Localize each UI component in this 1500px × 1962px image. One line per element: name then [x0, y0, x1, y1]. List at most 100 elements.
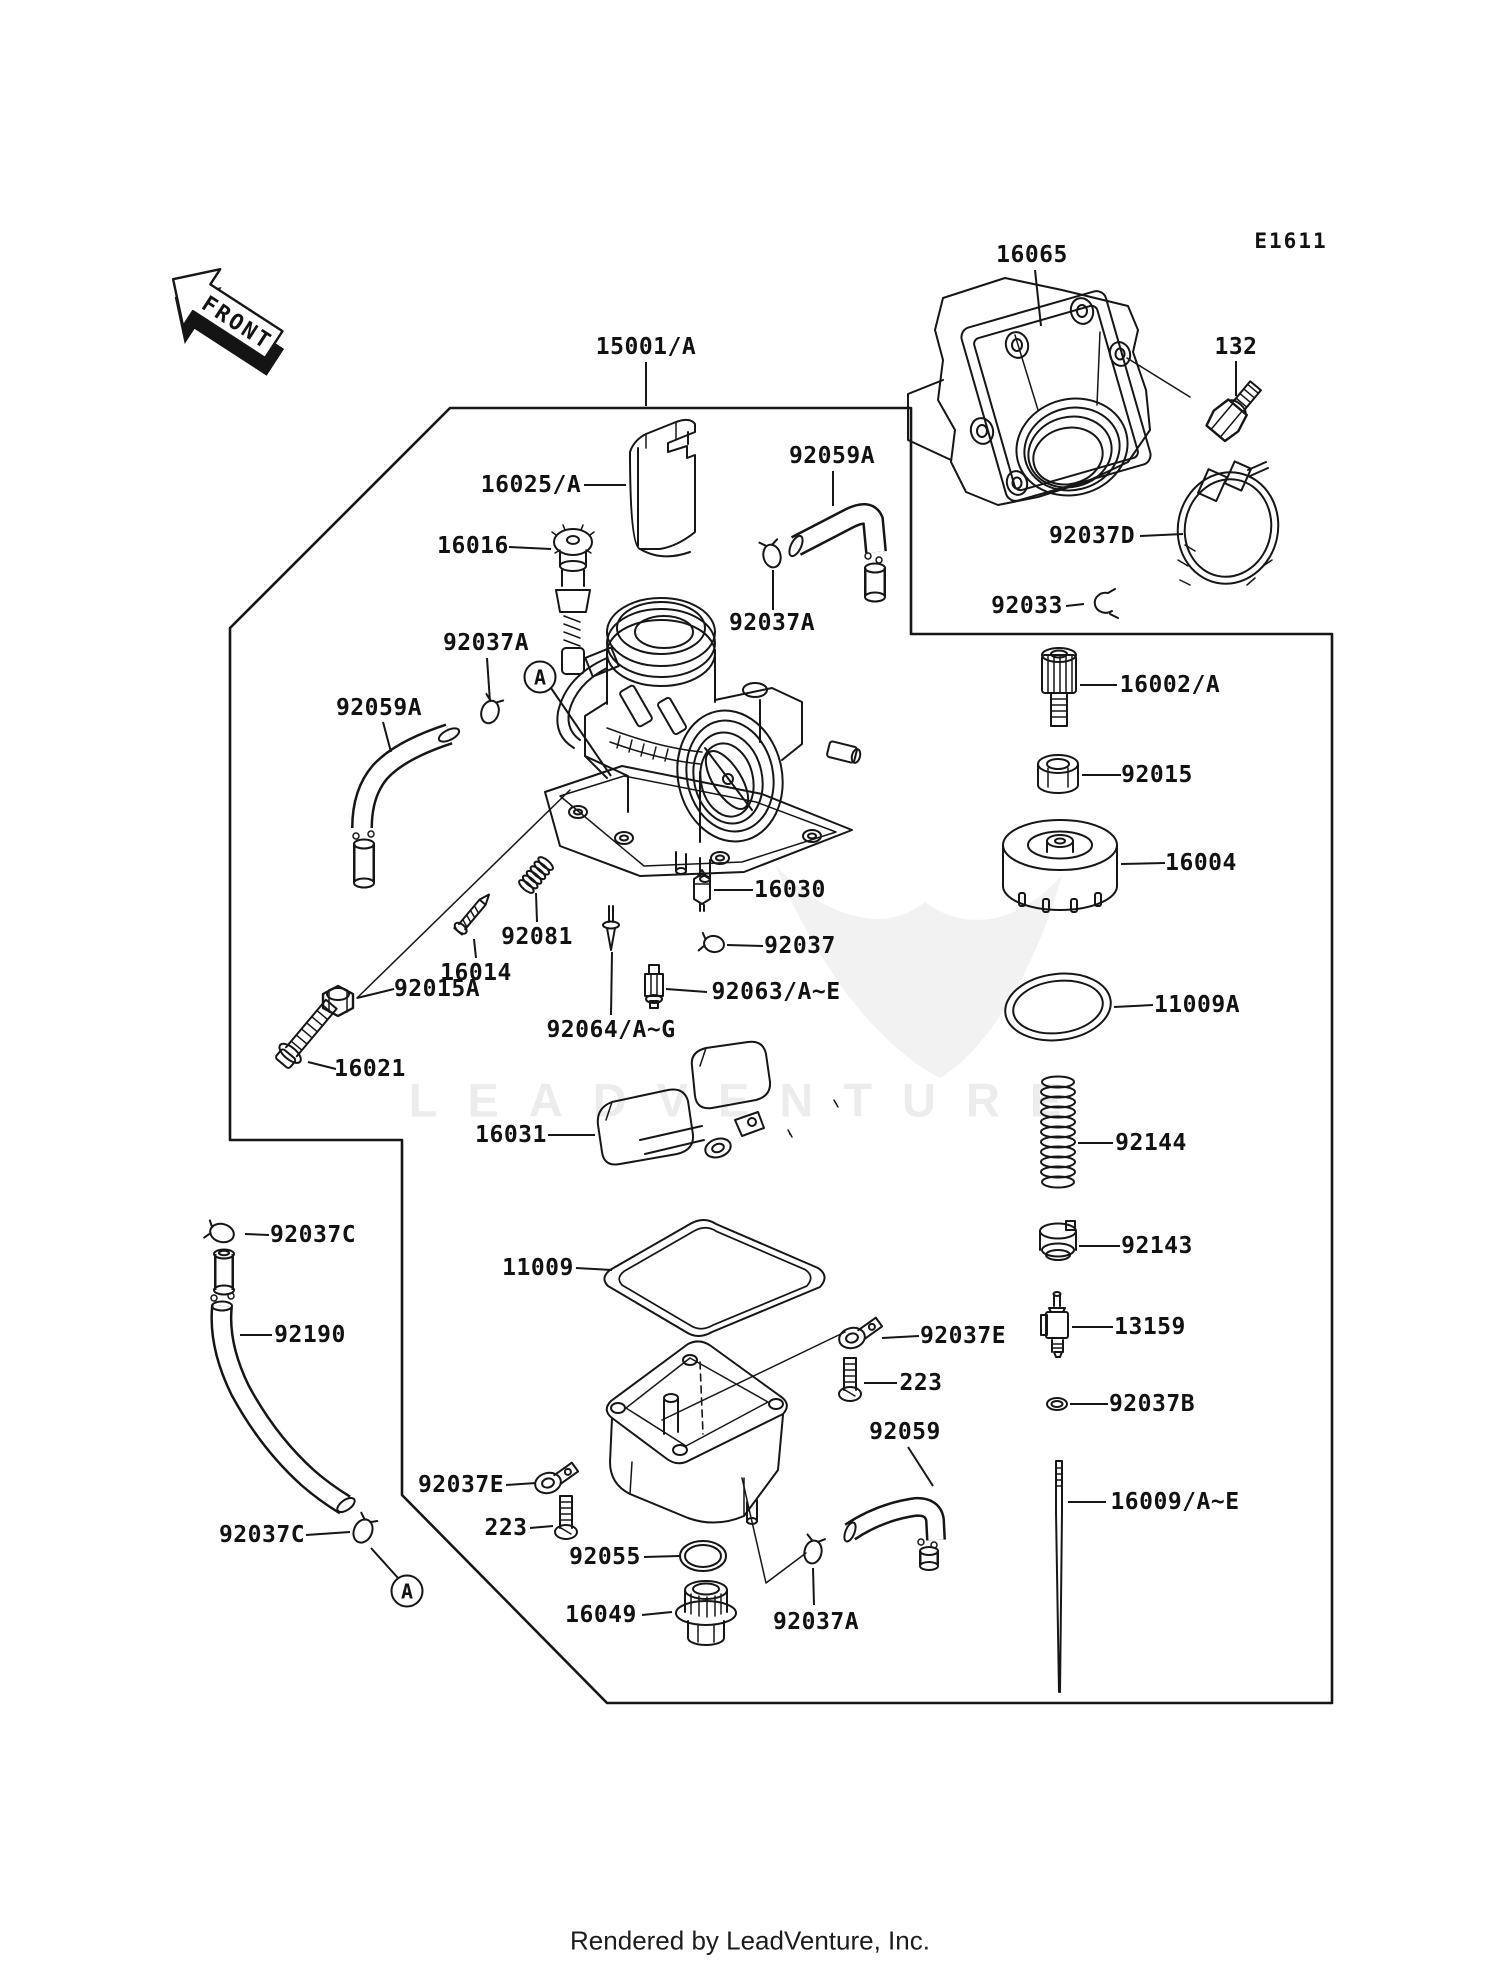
leader-line — [881, 1335, 920, 1339]
part-label-92037A-9[interactable]: 92037A — [442, 630, 530, 656]
bolt-16021-drawing — [275, 998, 338, 1069]
leader-line — [665, 988, 708, 993]
part-label-16049-39[interactable]: 16049 — [565, 1602, 637, 1628]
spring-92144-drawing — [1040, 1075, 1076, 1189]
wire-clip-drawings — [203, 538, 826, 1565]
oring-92037b-drawing — [1046, 1397, 1068, 1411]
leader-line — [1139, 533, 1184, 537]
drain-plug-16049-drawing — [675, 1580, 737, 1646]
part-label-16021-22[interactable]: 16021 — [334, 1056, 406, 1082]
part-label-16002A-10[interactable]: 16002/A — [1119, 672, 1221, 698]
part-label-92055-38[interactable]: 92055 — [569, 1544, 641, 1570]
part-label-92037C-27[interactable]: 92037C — [269, 1222, 357, 1248]
watermark-flame-logo — [775, 865, 1062, 1078]
part-label-92037A-8[interactable]: 92037A — [728, 610, 816, 636]
leader-line — [307, 1061, 337, 1070]
vent-hose-left-drawing — [351, 723, 461, 889]
leader-line — [610, 951, 613, 1016]
leader-line — [382, 721, 392, 753]
detail-marker-A-1: A — [390, 1574, 424, 1608]
float-valve-13159-drawing — [1040, 1291, 1069, 1358]
pilot-jet-92063-drawing — [644, 964, 664, 1009]
part-label-13159-28[interactable]: 13159 — [1114, 1314, 1186, 1340]
part-label-92015A-20[interactable]: 92015A — [393, 976, 481, 1002]
bolt-132-drawing — [1205, 380, 1262, 443]
leader-line — [244, 1233, 270, 1236]
part-label-92037A-40[interactable]: 92037A — [772, 1609, 860, 1635]
overflow-tube-92190-drawing — [210, 1248, 356, 1515]
vent-hose-right-drawing — [788, 503, 887, 603]
part-label-16004-13[interactable]: 16004 — [1165, 850, 1237, 876]
leader-line — [370, 1547, 399, 1579]
part-label-92037B-32[interactable]: 92037B — [1108, 1391, 1196, 1417]
clamp-tab-92037e-drawings — [534, 1316, 884, 1495]
part-label-92144-24[interactable]: 92144 — [1115, 1130, 1187, 1156]
part-label-16031-23[interactable]: 16031 — [475, 1122, 547, 1148]
part-label-92064AG-21[interactable]: 92064/A~G — [546, 1017, 676, 1043]
part-label-92015-12[interactable]: 92015 — [1121, 762, 1193, 788]
throttle-slide-drawing — [629, 418, 696, 558]
leader-line — [726, 944, 764, 947]
part-label-92033-7[interactable]: 92033 — [991, 593, 1063, 619]
part-label-223-36[interactable]: 223 — [484, 1515, 528, 1541]
plug-16030-drawing — [693, 869, 711, 912]
part-label-16065-1[interactable]: 16065 — [996, 242, 1068, 268]
part-label-16016-5[interactable]: 16016 — [437, 533, 509, 559]
part-label-92081-16[interactable]: 92081 — [501, 924, 573, 950]
part-label-15001A-0[interactable]: 15001/A — [595, 334, 697, 360]
leader-line — [486, 657, 491, 703]
screw-16014-drawing — [453, 893, 490, 936]
leader-line — [305, 1531, 351, 1536]
part-label-11009-25[interactable]: 11009 — [502, 1255, 574, 1281]
leader-line — [1120, 862, 1166, 865]
part-label-92063AE-19[interactable]: 92063/A~E — [711, 979, 841, 1005]
clamp-92037d-drawing — [1176, 460, 1280, 586]
part-label-11009A-14[interactable]: 11009A — [1153, 992, 1241, 1018]
float-pin-92043-drawing — [787, 1099, 839, 1138]
part-label-92059-33[interactable]: 92059 — [869, 1419, 941, 1445]
leader-lines — [240, 269, 1237, 1616]
assembly-enclosure-outline — [228, 406, 1334, 1705]
leader-line — [1034, 269, 1042, 327]
part-label-16030-15[interactable]: 16030 — [754, 877, 826, 903]
part-label-92059A-11[interactable]: 92059A — [335, 695, 423, 721]
part-label-92037-17[interactable]: 92037 — [764, 933, 836, 959]
part-label-223-31[interactable]: 223 — [899, 1370, 943, 1396]
leader-line — [473, 938, 477, 959]
part-label-16025A-4[interactable]: 16025/A — [480, 472, 582, 498]
part-label-132-2[interactable]: 132 — [1214, 334, 1258, 360]
leader-line — [643, 1555, 680, 1558]
part-label-92190-29[interactable]: 92190 — [274, 1322, 346, 1348]
detail-marker-A-0: A — [523, 660, 557, 694]
leader-line — [641, 1611, 673, 1616]
part-label-92037D-6[interactable]: 92037D — [1048, 523, 1136, 549]
leader-line — [529, 1525, 554, 1529]
leader-line — [505, 1482, 537, 1486]
leader-line — [535, 892, 538, 923]
screw-223-drawings — [554, 1357, 862, 1540]
leader-line — [575, 1267, 613, 1271]
nut-92015a-drawing — [321, 984, 355, 1018]
part-label-92059A-3[interactable]: 92059A — [788, 443, 876, 469]
part-label-92037E-34[interactable]: 92037E — [417, 1472, 505, 1498]
part-label-92037C-37[interactable]: 92037C — [218, 1522, 306, 1548]
nut-92015-drawing — [1037, 754, 1079, 794]
leader-line — [508, 546, 552, 550]
leader-line — [907, 1446, 934, 1487]
part-label-16009AE-35[interactable]: 16009/A~E — [1110, 1489, 1240, 1515]
bowl-gasket-11009-drawing — [603, 1219, 826, 1337]
footer-credit: Rendered by LeadVenture, Inc. — [570, 1925, 930, 1956]
clip-92033-drawing — [1093, 588, 1119, 619]
oring-11009a-drawing — [1004, 972, 1112, 1042]
carburetor-body-drawing — [356, 597, 862, 999]
leader-line — [812, 1567, 815, 1606]
part-label-16014-18[interactable]: 16014 — [440, 960, 512, 986]
leader-line — [550, 687, 612, 777]
part-label-92143-26[interactable]: 92143 — [1121, 1233, 1193, 1259]
float-bowl-drawing — [605, 1331, 846, 1584]
part-label-92037E-30[interactable]: 92037E — [919, 1323, 1007, 1349]
jet-needle-16009-drawing — [1055, 1460, 1063, 1693]
